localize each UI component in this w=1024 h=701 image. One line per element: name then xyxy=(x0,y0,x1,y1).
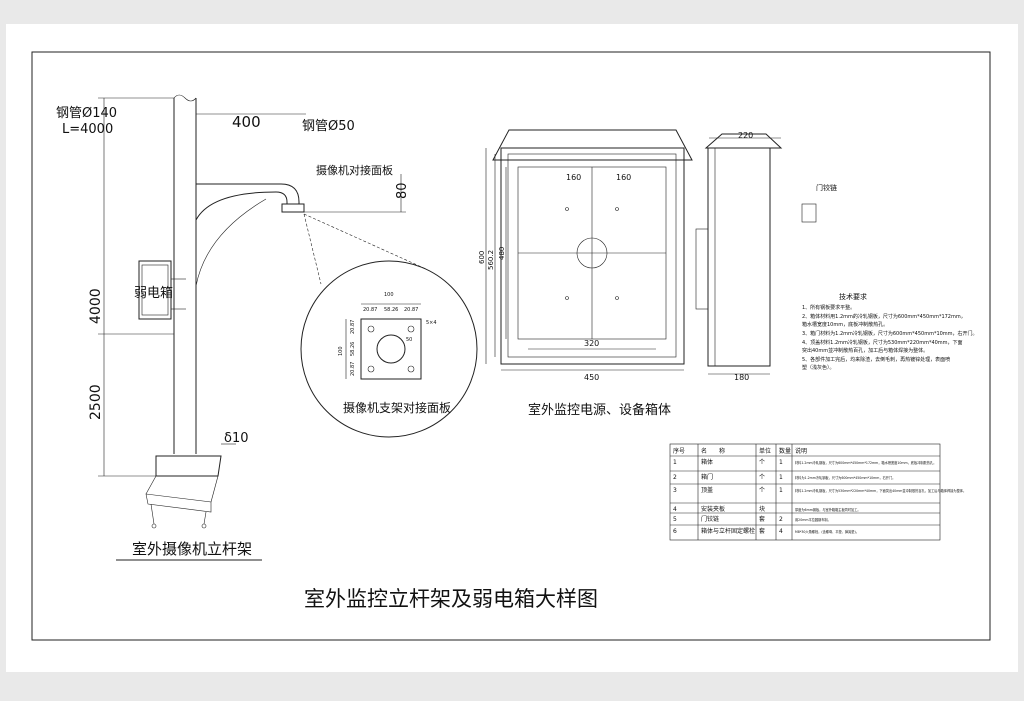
drawing-border xyxy=(31,51,991,641)
tech-note: 箱水槽宽度10mm，底板冲制散热孔。 xyxy=(802,321,888,328)
tech-note: 4、顶盖材料1.2mm冷轧钢板，尺寸为530mm*220mm*40mm，下面 xyxy=(802,339,963,346)
dim-4000: 4000 xyxy=(88,288,104,324)
tech-note: 1、所有钢板要求平整。 xyxy=(802,304,855,311)
bolt-hole-dim: 5×4 xyxy=(426,320,437,326)
bom-cell: M8*30六角螺栓，(含螺母、平垫、弹簧垫)。 xyxy=(795,529,859,534)
dim-80: 80 xyxy=(395,182,410,199)
tech-notes: 技术要求 1、所有钢板要求平整。 2、箱体材料用1.2mm的冷轧钢板，尺寸为60… xyxy=(802,292,978,371)
bom-cell: 安装夹板 xyxy=(701,505,725,513)
half-width-dim: 160 xyxy=(566,173,581,182)
bom-cell: 1 xyxy=(779,474,783,481)
base-thickness-label: δ10 xyxy=(224,431,249,446)
bom-cell: 用20mm平拉圆钢车制。 xyxy=(795,517,831,522)
tech-note: 突出40mm並冲制散热百孔，加工后与箱体焊接为整体。 xyxy=(802,347,928,354)
bom-header: 数量 xyxy=(779,447,791,455)
bom-cell: 3 xyxy=(673,487,677,494)
plate-width-part-dim: 20.87 xyxy=(404,307,418,313)
bom-cell: 2 xyxy=(673,474,677,481)
plate-width-part-dim: 58.26 xyxy=(384,307,398,313)
arm-length-dim: 400 xyxy=(232,113,261,131)
bom-header: 说明 xyxy=(795,447,807,455)
box-label: 弱电箱 xyxy=(134,285,173,301)
bom-header: 序号 xyxy=(673,447,685,455)
bom-cell: 箱体 xyxy=(701,458,713,466)
bom-cell: 厚度为6mm钢板，与室外箱箱主板同时加工。 xyxy=(795,507,861,512)
pole-drawing: 钢管Ø140 L=4000 400 钢管Ø50 摄像机对接面板 80 4000 … xyxy=(56,94,410,561)
drawing-sheet: 钢管Ø140 L=4000 400 钢管Ø50 摄像机对接面板 80 4000 … xyxy=(6,24,1018,672)
tech-note: 塑（浅灰色）。 xyxy=(802,364,835,371)
plate-width-dim: 100 xyxy=(384,292,394,298)
plate-height-dim: 100 xyxy=(338,346,344,356)
bom-cell: 个 xyxy=(759,474,765,481)
tech-notes-title: 技术要求 xyxy=(839,292,867,301)
pipe-main-label: 钢管Ø140 xyxy=(56,106,117,121)
drawing-title: 室外监控立杆架及弱电箱大样图 xyxy=(304,587,598,611)
front-width-dim: 450 xyxy=(584,373,599,382)
door-height-dim: 480 xyxy=(498,247,506,260)
pole-caption: 室外摄像机立杆架 xyxy=(132,540,252,558)
bom-cell: 材料为1.2mm冷轧钢板，尺寸为600mm*450mm*10mm，右开门。 xyxy=(795,475,895,480)
bom-cell: 5 xyxy=(673,516,677,523)
inner-width-dim: 320 xyxy=(584,339,599,348)
tech-note: 5、各部件加工完后，均来除渣，去倒毛刺，再热镀锌处理，表面喷 xyxy=(802,356,950,363)
cabinet-caption: 室外监控电源、设备箱体 xyxy=(528,402,671,418)
bom-cell: 套 xyxy=(759,515,765,523)
cabinet-side-view: 220 180 门铰链 xyxy=(695,131,837,382)
bom-cell: 1 xyxy=(779,487,783,494)
plate-height-part-dim: 58.26 xyxy=(350,342,356,356)
bom-cell: 1 xyxy=(779,459,783,466)
bom-frame xyxy=(669,443,941,541)
bom-cell: 块 xyxy=(759,505,765,513)
plate-height-part-dim: 20.87 xyxy=(350,320,356,334)
half-width-dim: 160 xyxy=(616,173,631,182)
tech-note: 2、箱体材料用1.2mm的冷轧钢板，尺寸为600mm*450mm*172mm， xyxy=(802,313,966,320)
bom-cell: 箱体与立杆固定螺栓 xyxy=(701,527,755,535)
bom-cell: 材料1.2mm冷轧钢板，尺寸为600mm*450mm*172mm，箱水槽宽度10… xyxy=(795,460,936,465)
bom-cell: 个 xyxy=(759,487,765,494)
side-top-dim: 220 xyxy=(738,131,753,140)
bom-cell: 门铰链 xyxy=(701,515,719,523)
mount-plate-label: 摄像机对接面板 xyxy=(316,163,393,177)
dim-2500: 2500 xyxy=(88,384,104,420)
inner-height-dim: 560.2 xyxy=(487,250,495,270)
bom-cell: 箱门 xyxy=(701,473,713,481)
hinge-label: 门铰链 xyxy=(816,183,837,192)
cabinet-front-view: 160 160 320 450 600 560.2 480 室外监控电源、设备箱… xyxy=(478,129,693,418)
outer-height-dim: 600 xyxy=(478,251,486,264)
bom-cell: 4 xyxy=(779,528,783,535)
pipe-arm-label: 钢管Ø50 xyxy=(302,119,355,134)
plate-width-part-dim: 20.87 xyxy=(363,307,377,313)
drawing-canvas: 钢管Ø140 L=4000 400 钢管Ø50 摄像机对接面板 80 4000 … xyxy=(31,51,991,641)
bom-cell: 6 xyxy=(673,528,677,535)
bom-cell: 个 xyxy=(759,459,765,466)
bom-header: 名 称 xyxy=(701,447,725,455)
plate-height-part-dim: 20.87 xyxy=(350,362,356,376)
bom-header: 单位 xyxy=(759,447,771,455)
center-hole-dim: 50 xyxy=(406,337,412,343)
bom-cell: 1 xyxy=(673,459,677,466)
detail-caption: 摄像机支架对接面板 xyxy=(343,400,451,415)
bom-cell: 2 xyxy=(779,516,783,523)
bom-cell: 顶盖 xyxy=(701,486,713,494)
bom-cell: 材料1.2mm冷轧钢板，尺寸为530mm*220mm*40mm，下面突出40mm… xyxy=(795,488,966,493)
pipe-length-label: L=4000 xyxy=(62,122,113,137)
bom-cell: 套 xyxy=(759,527,765,535)
hinge-detail xyxy=(801,203,817,223)
bom-cell: 4 xyxy=(673,506,677,513)
mount-plate-detail: 100 20.87 58.26 20.87 100 20.87 58.26 20… xyxy=(300,213,478,438)
side-bottom-dim: 180 xyxy=(734,373,749,382)
tech-note: 3、箱门材料为1.2mm冷轧钢板，尺寸为600mm*450mm*10mm，右开门… xyxy=(802,330,978,337)
